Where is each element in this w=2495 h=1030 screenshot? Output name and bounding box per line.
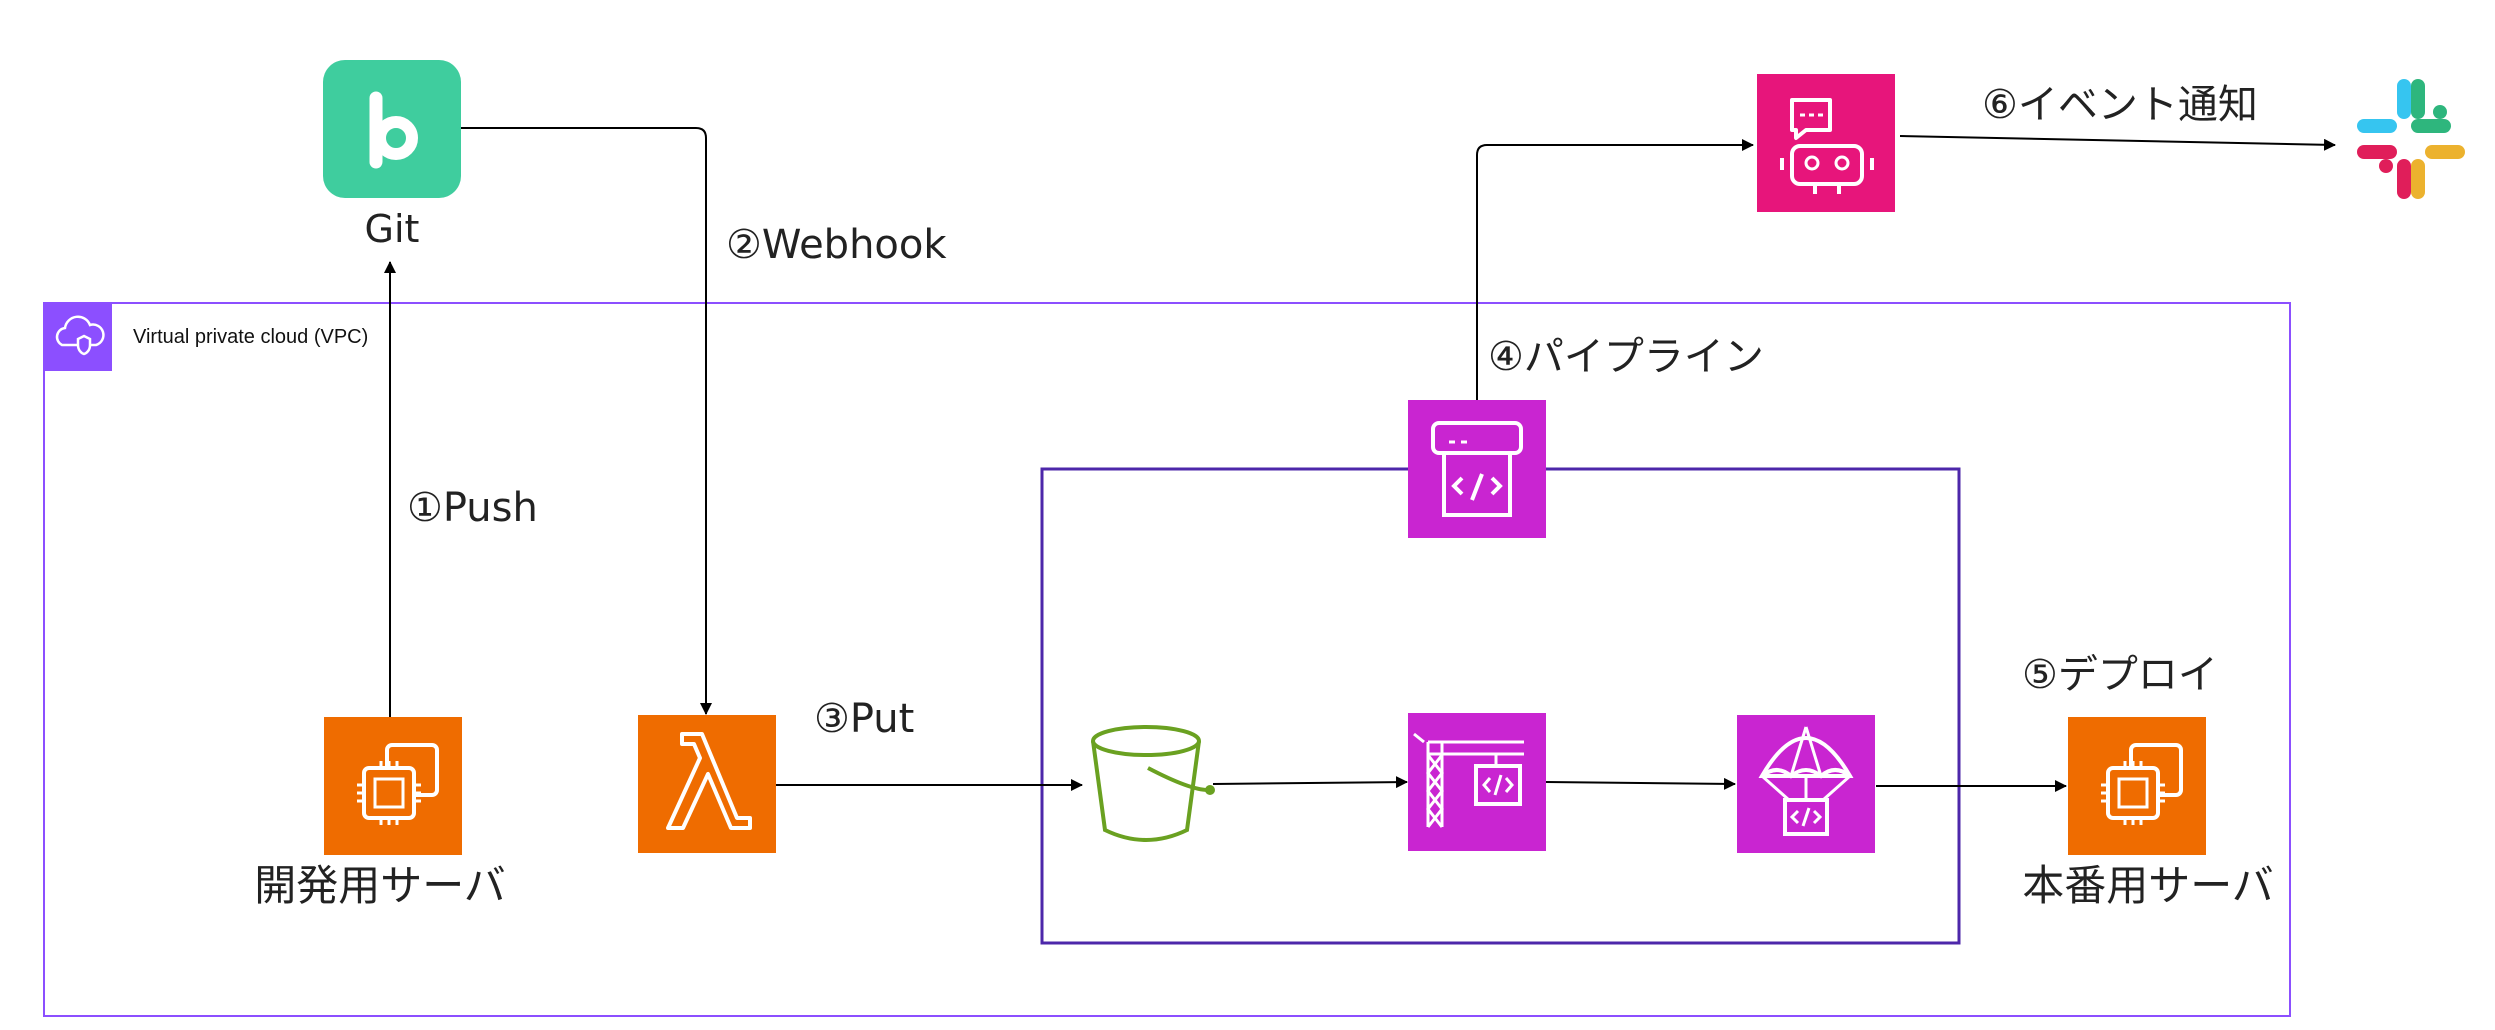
slack-icon [2357,79,2465,199]
ec2-icon [324,717,462,855]
dev-server-label: 開発用サーバ [254,861,506,910]
s3-bucket-icon [1091,725,1215,842]
codepipeline-icon [1408,400,1546,538]
git-label: Git [365,207,420,251]
webhook-arrow [461,127,712,715]
step-notify-label: ⑥イベント通知 [1982,82,2258,128]
ec2-icon [2068,717,2206,855]
step-push-label: ①Push [407,485,538,531]
pipeline-to-chatbot-arrow [1476,139,1754,400]
pipeline-group-box [1040,467,1961,945]
codebuild-to-codedeploy-arrow [1545,777,1736,790]
step-webhook-label: ②Webhook [726,222,947,268]
codedeploy-icon [1737,715,1875,853]
step-pipeline-label: ④パイプライン [1488,334,1764,380]
step-deploy-label: ⑤デプロイ [2022,652,2218,698]
vpc-label: Virtual private cloud (VPC) [133,326,368,348]
notify-arrow [1899,135,2336,151]
s3-to-codebuild-arrow [1212,776,1408,789]
lambda-icon [638,715,776,853]
vpc-icon [44,303,112,371]
codebuild-icon [1408,713,1546,851]
vpc-boundary [43,302,2291,1017]
chatbot-icon [1757,74,1895,212]
git-icon [323,60,461,198]
prod-server-label: 本番用サーバ [2022,861,2274,910]
step-put-label: ③Put [814,696,914,742]
